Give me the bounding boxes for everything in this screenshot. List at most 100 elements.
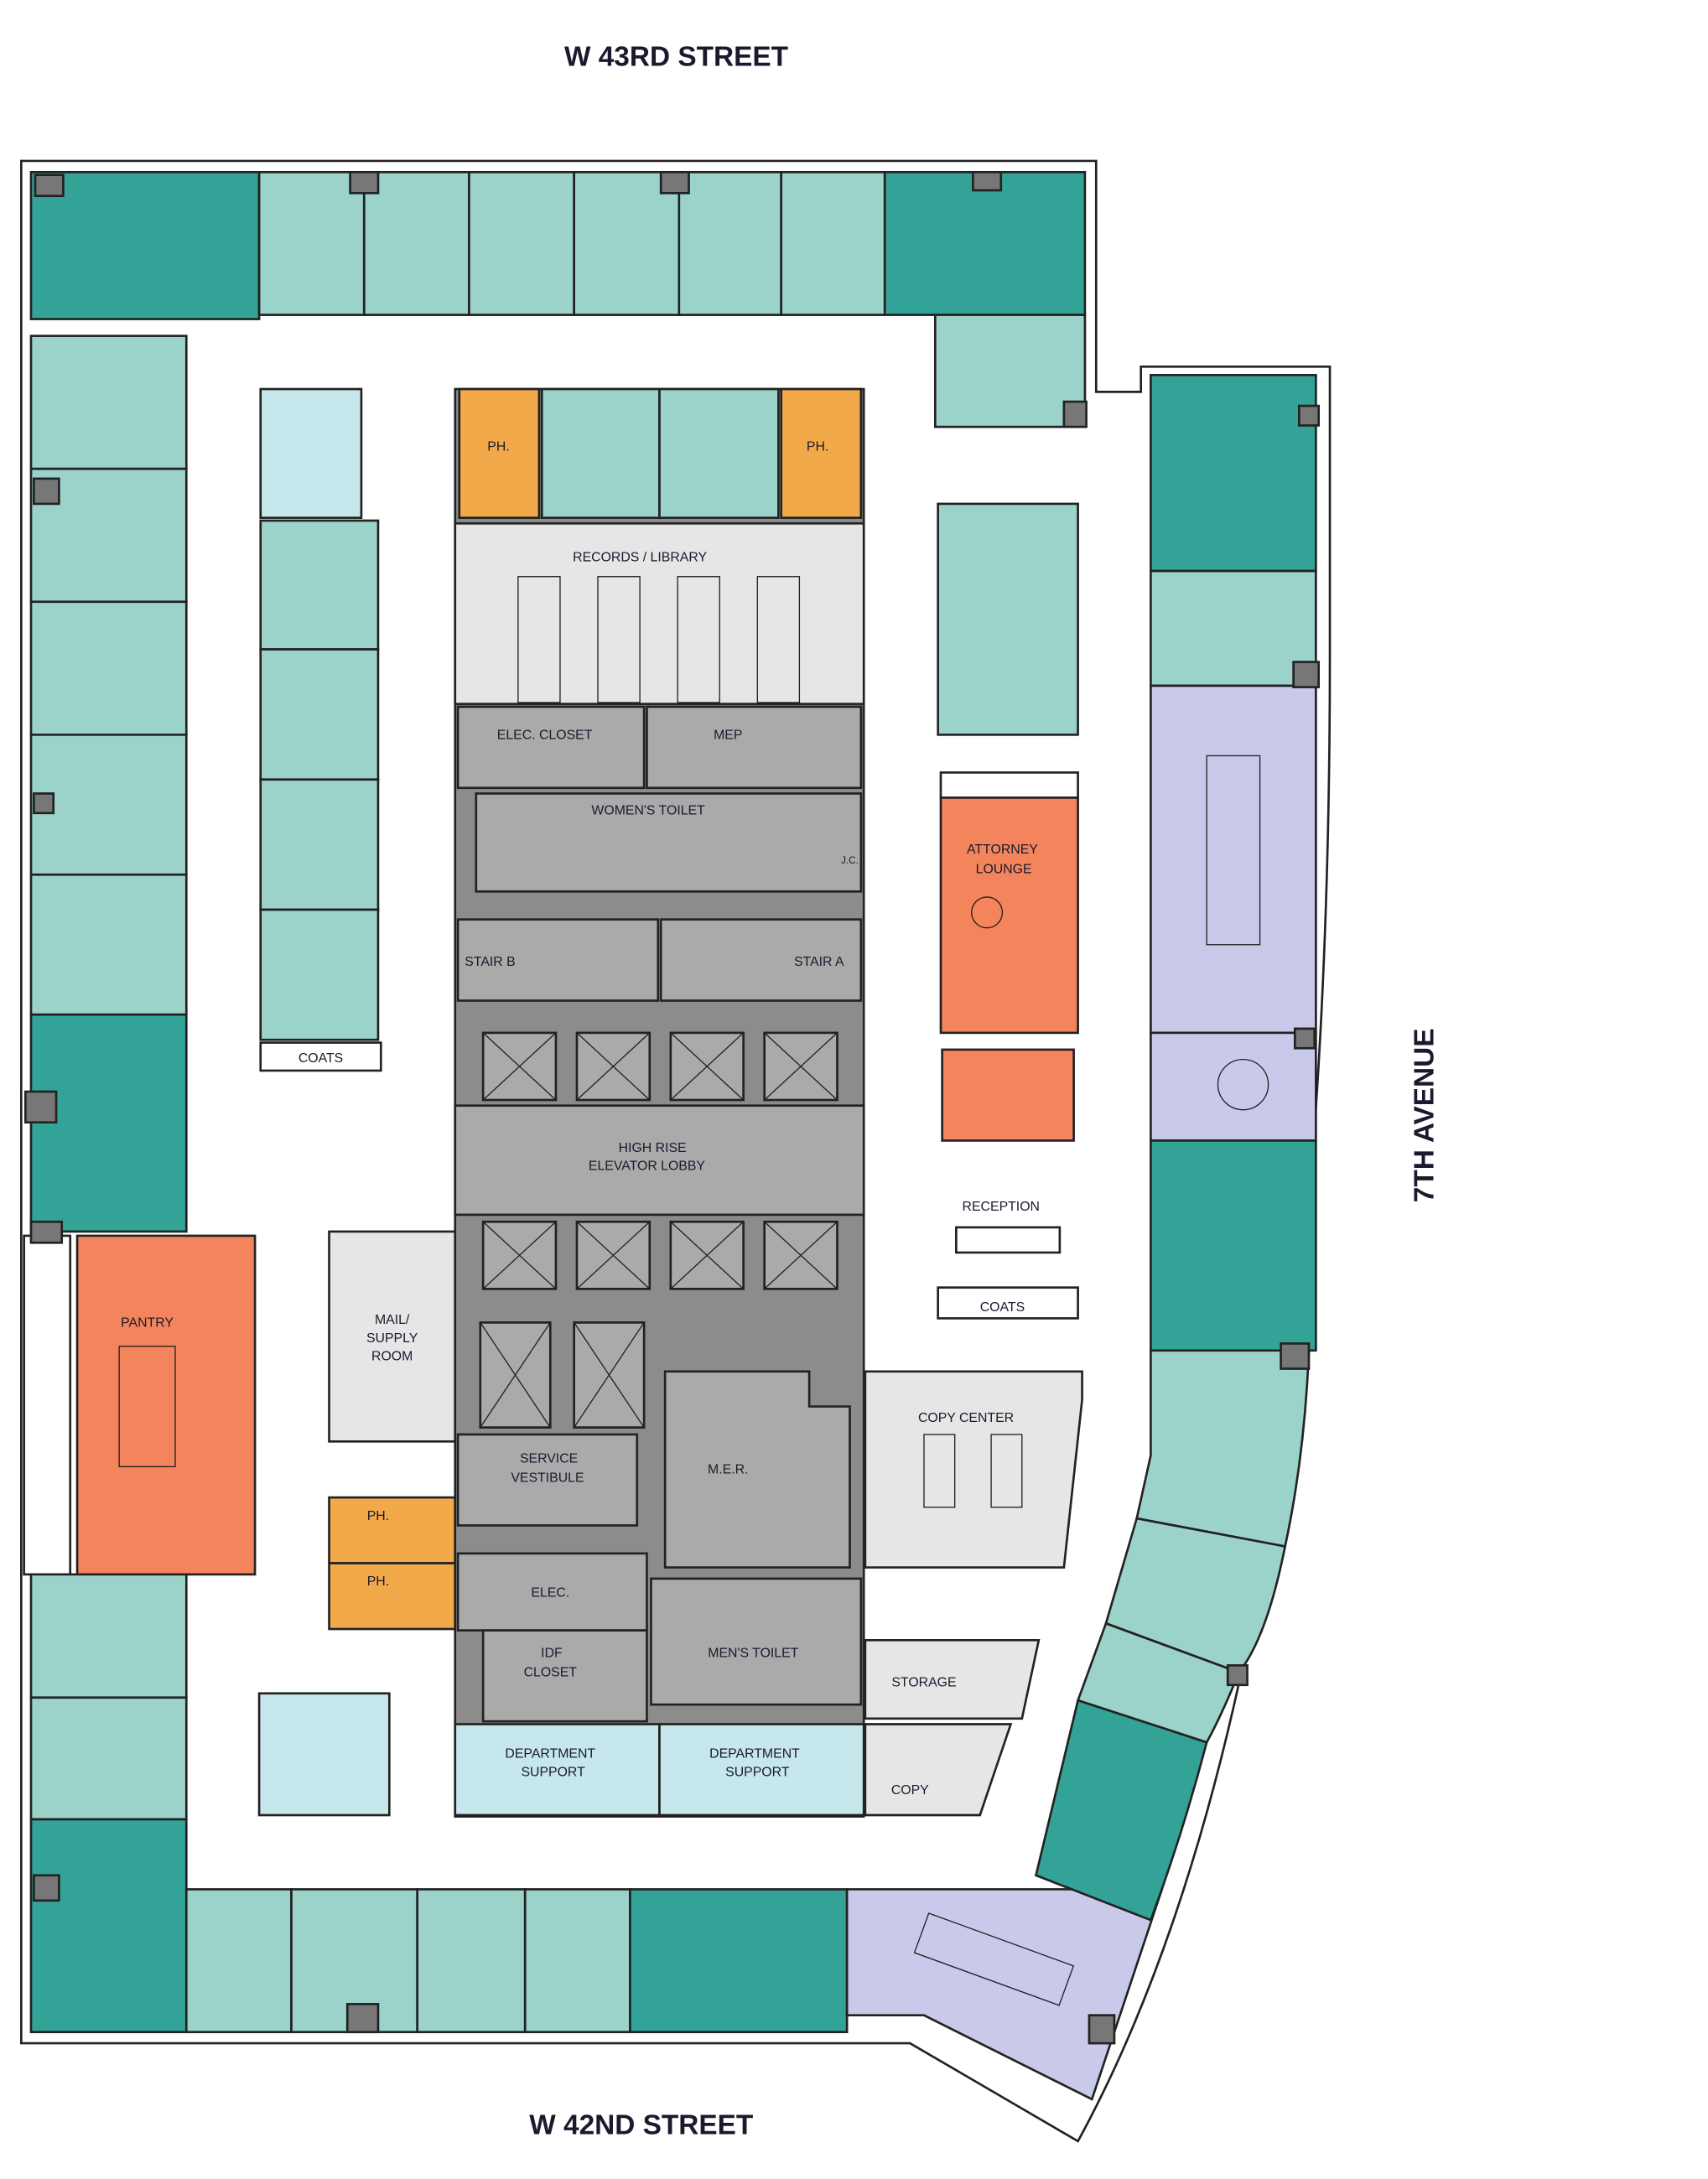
office[interactable] (259, 648, 380, 781)
dept2-label-2: SUPPORT (725, 1765, 790, 1779)
pantry-table (118, 1346, 176, 1468)
mens-toilet[interactable] (650, 1577, 863, 1706)
office[interactable] (257, 170, 366, 316)
stair-b-label: STAIR B (465, 955, 515, 969)
phone-room-4[interactable] (328, 1562, 457, 1631)
elevators (479, 1031, 838, 1429)
board-table (1206, 755, 1261, 946)
pantry-label: PANTRY (121, 1315, 174, 1330)
mail-label-3: ROOM (371, 1349, 413, 1363)
lounge-table (971, 896, 1004, 929)
office[interactable] (259, 778, 380, 911)
service-vestibule[interactable] (456, 1433, 639, 1527)
coats-left-label: COATS (299, 1051, 343, 1066)
mail-supply-room[interactable] (328, 1230, 457, 1443)
jc-label: J.C. (841, 855, 859, 866)
attorney-lounge[interactable] (939, 796, 1079, 1035)
lounge-counter (939, 771, 1079, 799)
dept1-label-2: SUPPORT (521, 1765, 585, 1779)
lobby-label-2: ELEVATOR LOBBY (589, 1159, 706, 1173)
reception-label: RECEPTION (963, 1200, 1040, 1214)
workroom[interactable] (259, 387, 363, 519)
office[interactable] (540, 387, 661, 519)
womens-toilet-label: WOMEN'S TOILET (591, 803, 705, 817)
window-bay (23, 1234, 72, 1576)
private-office-nw[interactable] (29, 170, 261, 320)
ph4-label: PH. (367, 1575, 389, 1589)
office[interactable] (468, 170, 575, 316)
private-office-s[interactable] (629, 1888, 849, 2034)
mail-label-2: SUPPLY (366, 1331, 418, 1346)
bottom-offices (184, 1888, 631, 2034)
copy-label: COPY (891, 1783, 929, 1798)
meeting-room[interactable] (1150, 1031, 1317, 1142)
office[interactable] (29, 1573, 188, 1699)
mer-room[interactable] (663, 1370, 851, 1569)
ph1-label: PH. (487, 439, 509, 454)
stair-a-label: STAIR A (794, 955, 844, 969)
board-room[interactable] (1150, 684, 1317, 1035)
phone-room-2[interactable] (780, 387, 863, 519)
office[interactable] (573, 170, 681, 316)
coats-closet-right[interactable] (937, 1286, 1079, 1320)
private-office-e2[interactable] (1150, 1139, 1317, 1352)
workroom-south[interactable] (257, 1692, 391, 1817)
ph2-label: PH. (807, 439, 828, 454)
womens-toilet[interactable] (475, 792, 863, 893)
office[interactable] (29, 600, 188, 736)
round-table (1217, 1058, 1269, 1111)
office[interactable] (259, 908, 380, 1041)
storage-label: STORAGE (891, 1675, 956, 1689)
office[interactable] (184, 1888, 293, 2034)
office[interactable] (259, 519, 380, 651)
copier (990, 1434, 1023, 1508)
department-support-2[interactable] (658, 1723, 865, 1817)
office[interactable] (1135, 1349, 1311, 1549)
phone-room-3[interactable] (328, 1496, 457, 1564)
office[interactable] (29, 335, 188, 470)
copy-room[interactable] (864, 1723, 1013, 1817)
office[interactable] (937, 502, 1079, 736)
elec-room[interactable] (456, 1552, 648, 1632)
street-label-south: W 42ND STREET (529, 2110, 754, 2141)
high-rise-elevator-lobby[interactable] (454, 1104, 865, 1217)
shelving (517, 576, 801, 703)
office[interactable] (29, 734, 188, 876)
office[interactable] (362, 170, 470, 316)
mail-label-1: MAIL/ (375, 1313, 410, 1327)
dept2-label-1: DEPARTMENT (709, 1747, 800, 1761)
idf-closet[interactable] (481, 1629, 648, 1723)
street-label-east: 7TH AVENUE (1409, 1029, 1441, 1203)
office[interactable] (416, 1888, 527, 2034)
elec-label: ELEC. (531, 1586, 569, 1601)
office[interactable] (658, 387, 780, 519)
office[interactable] (523, 1888, 631, 2034)
mer-label: M.E.R. (708, 1463, 748, 1477)
mep-room[interactable] (646, 705, 863, 790)
stair-a (659, 918, 863, 1002)
office[interactable] (780, 170, 886, 316)
coats-closet-left[interactable] (259, 1041, 382, 1072)
office[interactable] (1150, 569, 1317, 687)
lounge-seating[interactable] (941, 1048, 1075, 1142)
attorney-label-2: LOUNGE (976, 863, 1032, 877)
idf-label-1: IDF (541, 1646, 563, 1660)
phone-room-1[interactable] (458, 387, 541, 519)
department-support-1[interactable] (454, 1723, 661, 1817)
private-office-sw[interactable] (29, 1818, 188, 2034)
office[interactable] (933, 314, 1087, 428)
copier (923, 1434, 956, 1508)
inner-offices (259, 519, 380, 1041)
coats-right-label: COATS (980, 1300, 1025, 1315)
elec-closet[interactable] (456, 705, 646, 790)
private-office-se[interactable] (1034, 1699, 1208, 1922)
private-office-e1[interactable] (1150, 374, 1317, 573)
storage-room[interactable] (864, 1639, 1041, 1720)
records-library[interactable] (454, 521, 865, 705)
office[interactable] (29, 1696, 188, 1821)
copy-center[interactable] (864, 1370, 1083, 1569)
pantry[interactable] (75, 1234, 257, 1576)
office[interactable] (677, 170, 783, 316)
office[interactable] (29, 873, 188, 1016)
private-office-ne[interactable] (883, 170, 1087, 316)
